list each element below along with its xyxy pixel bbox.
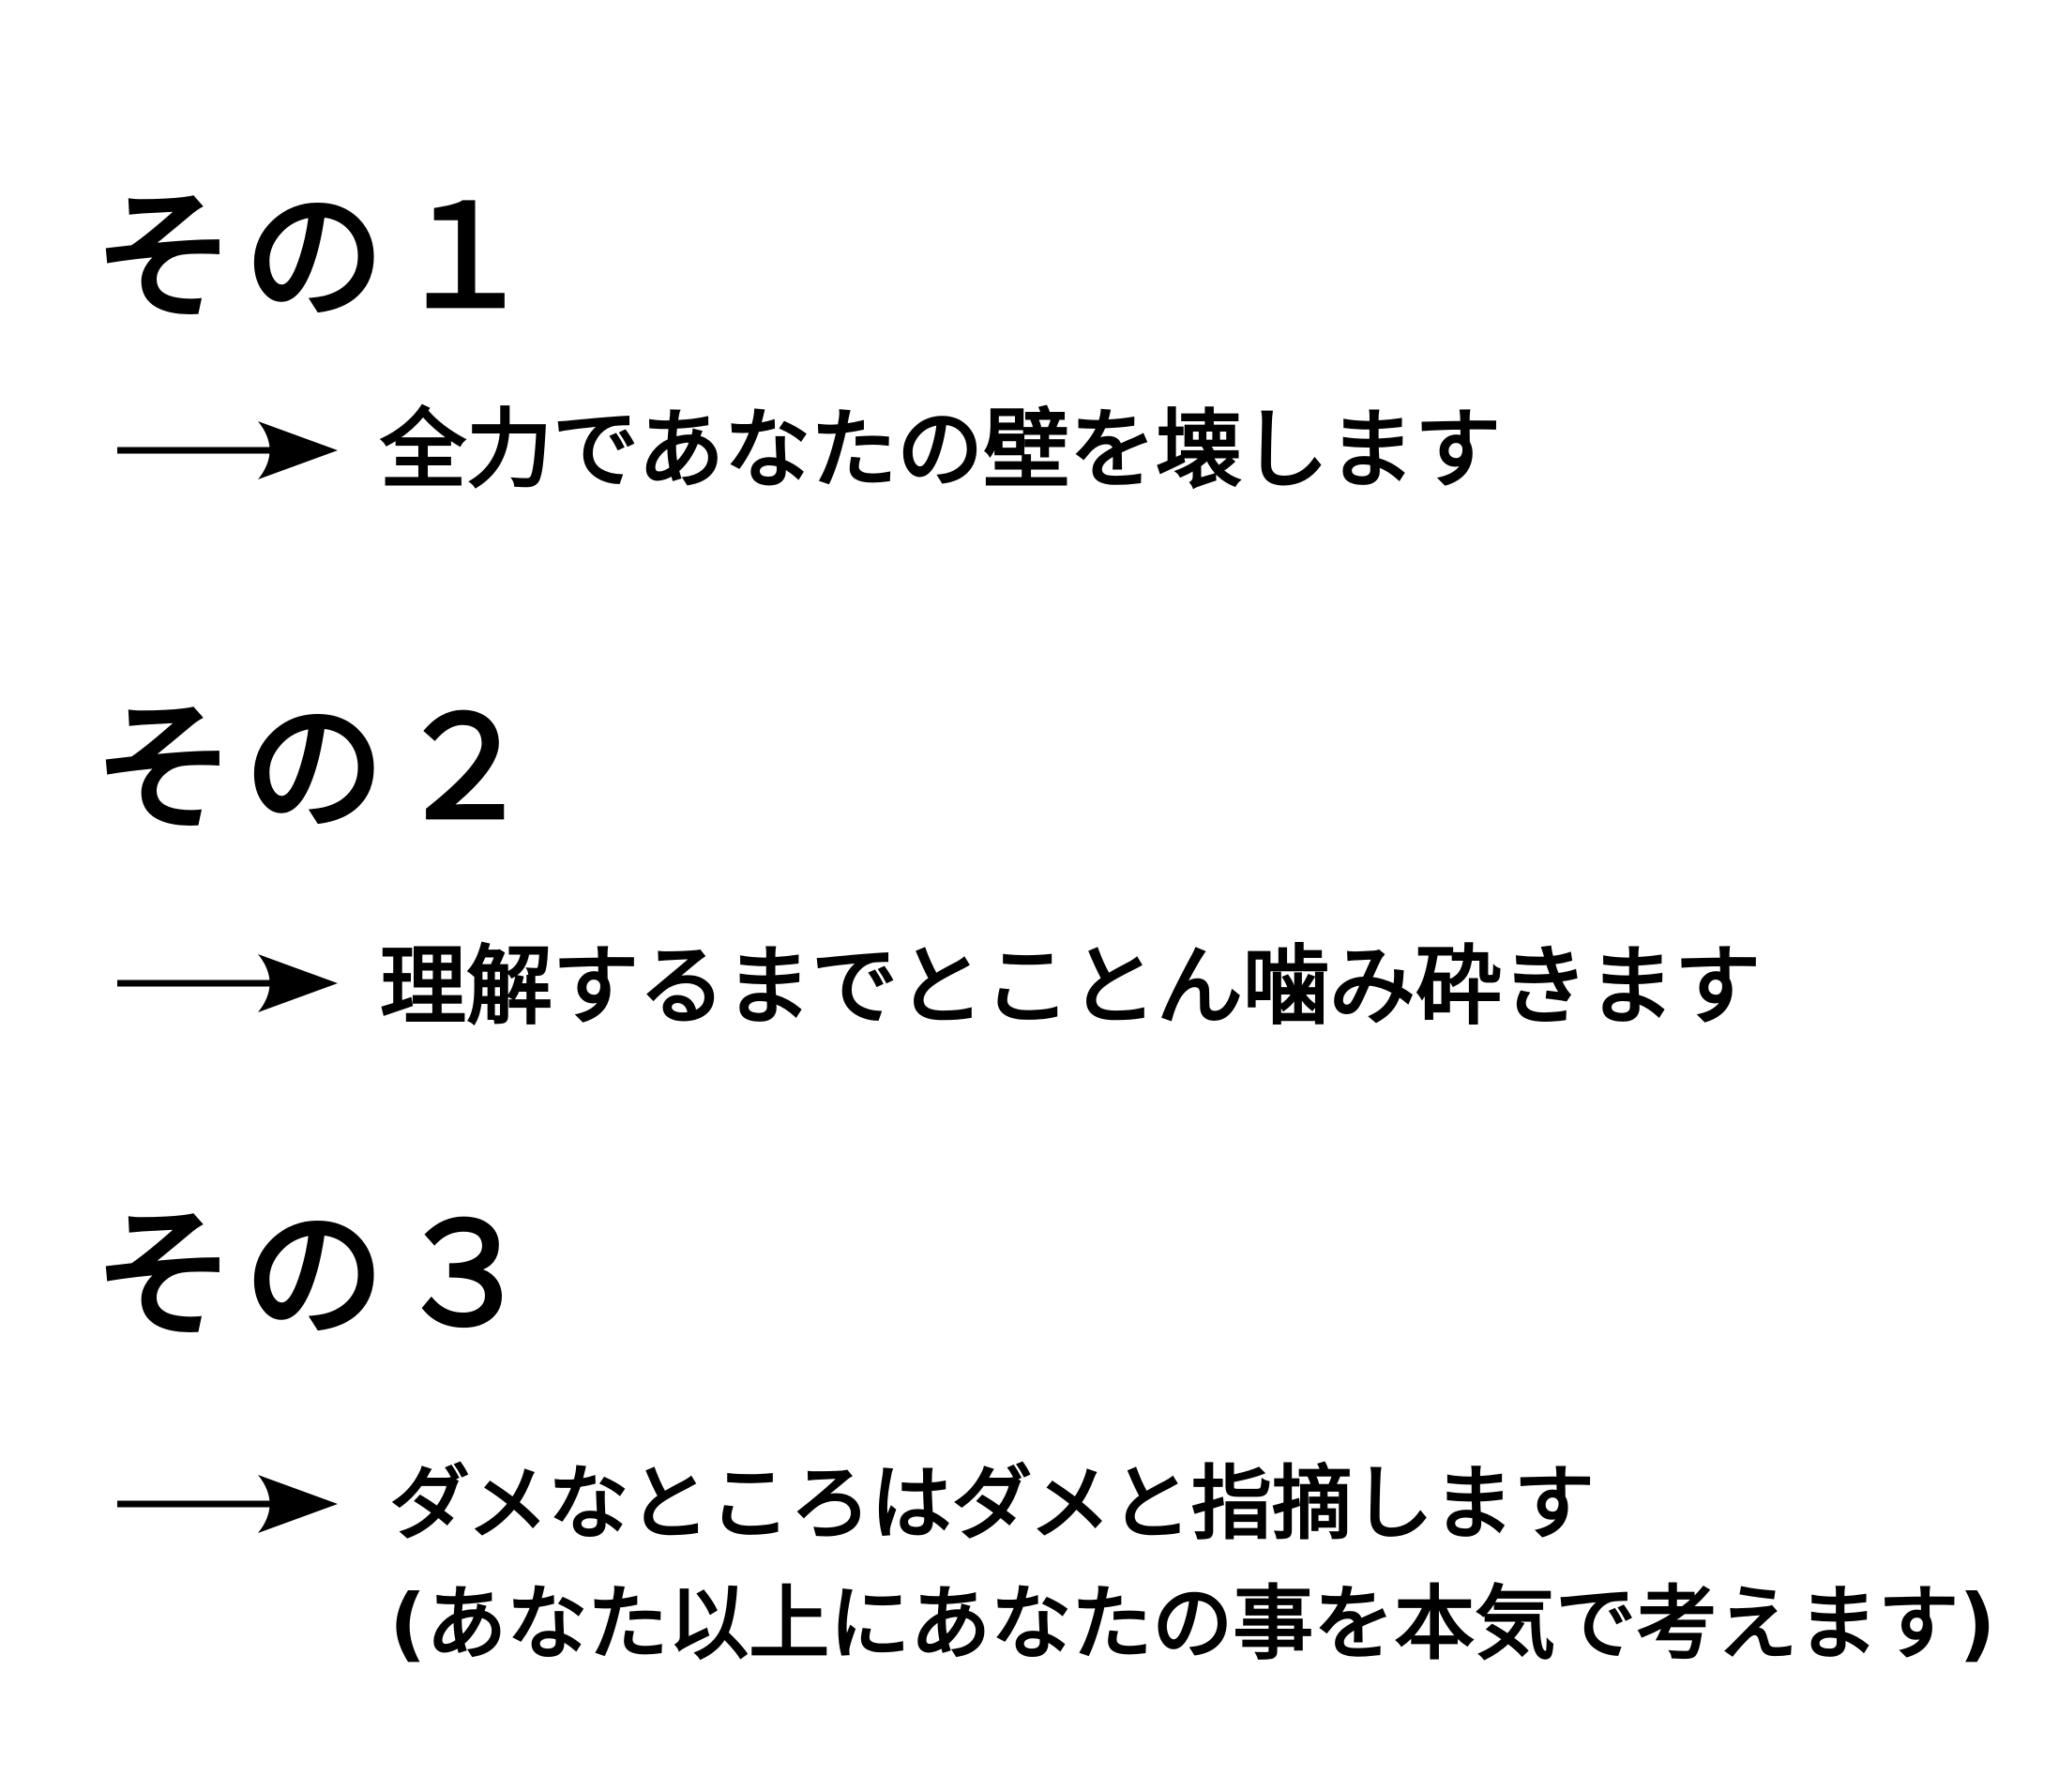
- right-arrow-icon: [117, 421, 338, 479]
- right-arrow-icon: [117, 954, 338, 1012]
- right-arrow-icon: [117, 1475, 338, 1533]
- point-1-statement: 全力であなたの壁を壊します: [380, 400, 1502, 500]
- point-2-statement: 理解するまでとことん噛み砕きます: [380, 936, 1762, 1037]
- point-3-heading: その３: [94, 1194, 545, 1358]
- point-2-heading: その２: [94, 688, 545, 851]
- point-3-note: (あなた以上にあなたの事を本気で考えます): [389, 1577, 1996, 1671]
- point-1-heading: その１: [94, 176, 545, 340]
- point-3-statement: ダメなところはダメと指摘します: [389, 1457, 1595, 1551]
